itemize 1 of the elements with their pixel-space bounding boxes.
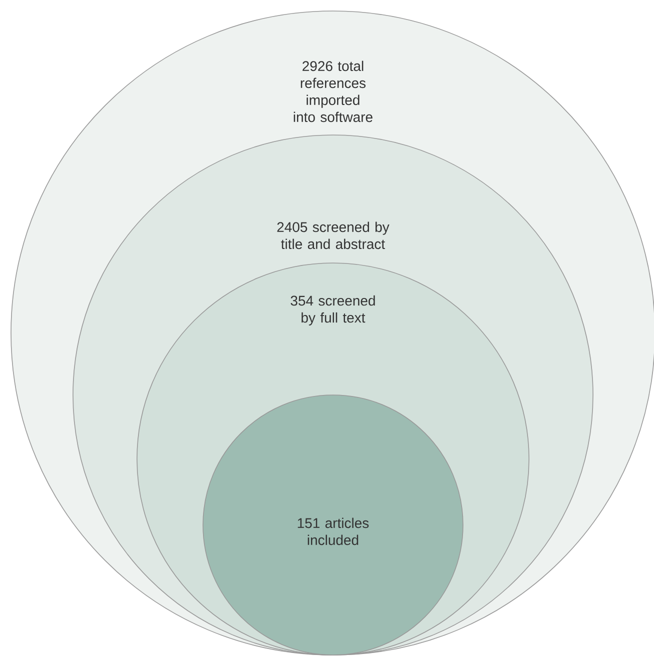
circle-node: 151 articles included — [202, 394, 464, 656]
